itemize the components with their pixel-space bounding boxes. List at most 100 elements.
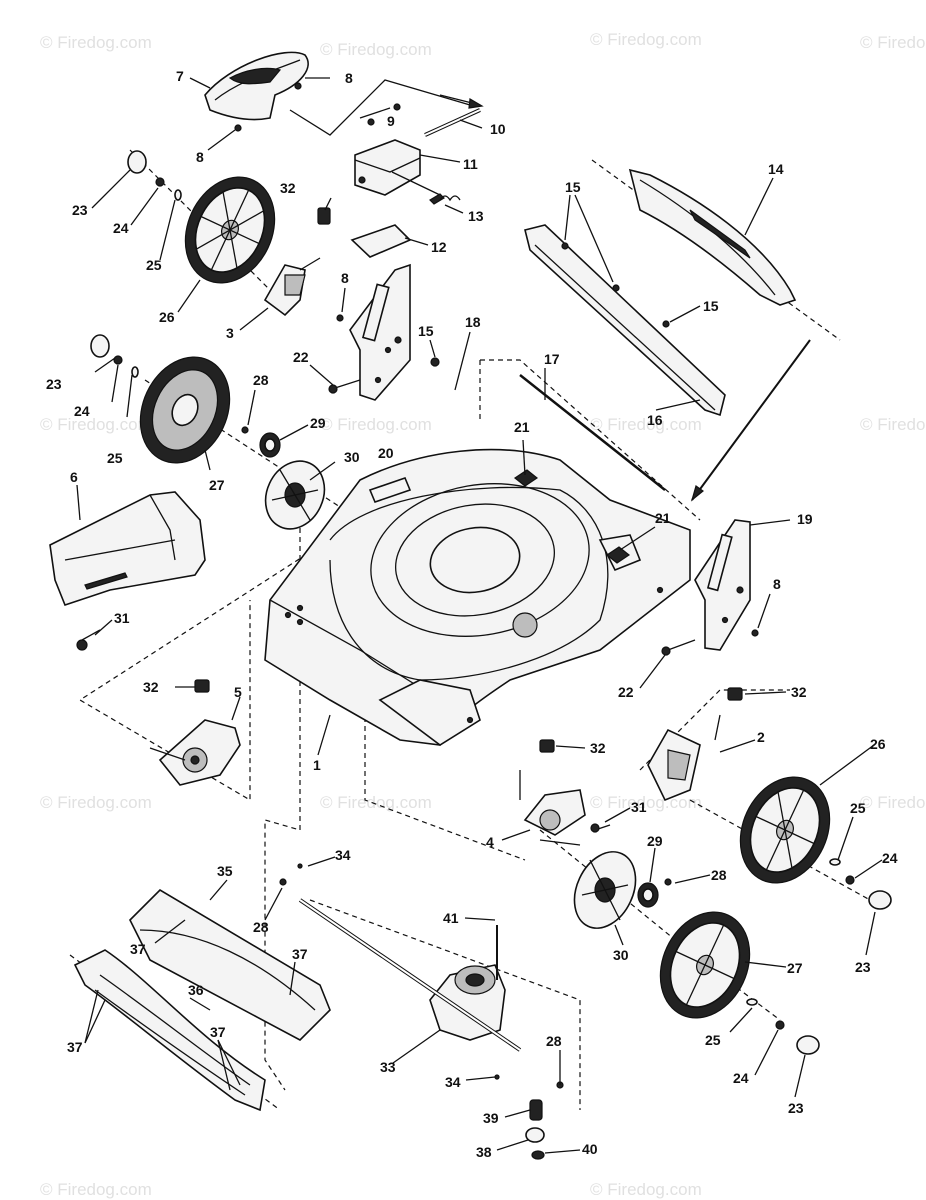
callout-labels: 7 8 8 9 10 11 13 12 23 24 25 26 3 32 8 1…	[46, 68, 898, 1160]
callout-30: 30	[344, 449, 360, 465]
callout-39: 39	[483, 1110, 499, 1126]
wheel-front-right	[659, 911, 751, 1019]
callout-9: 9	[387, 113, 395, 129]
callout-34: 34	[445, 1074, 461, 1090]
callout-15: 15	[418, 323, 434, 339]
watermark: © Firedog.com	[40, 415, 152, 434]
drive-disk-right	[573, 851, 637, 929]
callout-27: 27	[787, 960, 803, 976]
plate-part	[350, 224, 412, 258]
watermark: © Firedog.com	[860, 33, 926, 52]
callout-37: 37	[130, 941, 146, 957]
callout-25: 25	[705, 1032, 721, 1048]
watermark: © Firedog.com	[590, 30, 702, 49]
axle-rod	[519, 374, 666, 491]
callout-24: 24	[113, 220, 129, 236]
watermark: © Firedog.com	[320, 793, 432, 812]
watermarks: © Firedog.com © Firedog.com © Firedog.co…	[40, 30, 926, 1199]
watermark: © Firedog.com	[40, 1180, 152, 1199]
callout-26: 26	[870, 736, 886, 752]
callout-32: 32	[280, 180, 296, 196]
callout-8: 8	[196, 149, 204, 165]
callout-28: 28	[253, 372, 269, 388]
callout-21: 21	[655, 510, 671, 526]
wheel-front-left	[139, 356, 231, 464]
callout-23: 23	[788, 1100, 804, 1116]
wheel-bracket-right	[519, 770, 586, 846]
wheel-rear-left	[184, 176, 276, 284]
wheel-bracket-left	[149, 719, 241, 786]
watermark: © Firedog.com	[860, 415, 926, 434]
height-bracket-left	[349, 263, 411, 401]
callout-24: 24	[882, 850, 898, 866]
callout-27: 27	[209, 477, 225, 493]
side-deflector-part	[49, 491, 206, 606]
callout-2: 2	[757, 729, 765, 745]
callout-4: 4	[486, 834, 494, 850]
springs	[194, 207, 743, 753]
callout-19: 19	[797, 511, 813, 527]
callout-24: 24	[74, 403, 90, 419]
callout-22: 22	[293, 349, 309, 365]
rear-bar-part	[524, 224, 726, 417]
hub-caps	[90, 150, 892, 1055]
callout-41: 41	[443, 910, 459, 926]
leader-lines	[76, 77, 883, 1154]
callout-1: 1	[313, 757, 321, 773]
callout-25: 25	[107, 450, 123, 466]
callout-23: 23	[855, 959, 871, 975]
watermark: © Firedog.com	[320, 40, 432, 59]
bracket-part	[354, 139, 421, 196]
watermark: © Firedog.com	[860, 793, 926, 812]
callout-7: 7	[176, 68, 184, 84]
callout-21: 21	[514, 419, 530, 435]
callout-37: 37	[292, 946, 308, 962]
callout-8: 8	[341, 270, 349, 286]
callout-15: 15	[703, 298, 719, 314]
callout-32: 32	[143, 679, 159, 695]
callout-3: 3	[226, 325, 234, 341]
callout-20: 20	[378, 445, 394, 461]
callout-34: 34	[335, 847, 351, 863]
callout-37: 37	[210, 1024, 226, 1040]
watermark: © Firedog.com	[590, 793, 702, 812]
callout-23: 23	[72, 202, 88, 218]
callout-24: 24	[733, 1070, 749, 1086]
rod-part	[289, 79, 481, 137]
callout-25: 25	[146, 257, 162, 273]
watermark: © Firedog.com	[590, 1180, 702, 1199]
watermark: © Firedog.com	[320, 415, 432, 434]
callout-10: 10	[490, 121, 506, 137]
callout-23: 23	[46, 376, 62, 392]
callout-29: 29	[647, 833, 663, 849]
callout-28: 28	[546, 1033, 562, 1049]
height-bracket-right	[694, 519, 751, 651]
callout-14: 14	[768, 161, 784, 177]
callout-8: 8	[345, 70, 353, 86]
callout-31: 31	[631, 799, 647, 815]
handle-cover-part	[204, 51, 309, 121]
callout-37: 37	[67, 1039, 83, 1055]
callout-30: 30	[613, 947, 629, 963]
callout-11: 11	[463, 156, 478, 172]
callout-5: 5	[234, 684, 242, 700]
transmission-part	[298, 898, 545, 1160]
callout-13: 13	[468, 208, 484, 224]
callout-28: 28	[711, 867, 727, 883]
rear-flap-part	[628, 168, 797, 306]
watermark: © Firedog.com	[40, 33, 152, 52]
callout-33: 33	[380, 1059, 396, 1075]
gear-left	[259, 432, 281, 458]
callout-40: 40	[582, 1141, 598, 1157]
wheel-rear-right	[739, 776, 831, 884]
callout-15: 15	[565, 179, 581, 195]
spring-part	[391, 171, 461, 205]
drive-disk-left	[264, 460, 326, 530]
rear-baffle-part	[73, 888, 331, 1112]
callout-28: 28	[253, 919, 269, 935]
callout-35: 35	[217, 863, 233, 879]
callout-32: 32	[791, 684, 807, 700]
callout-29: 29	[310, 415, 326, 431]
callout-12: 12	[431, 239, 447, 255]
